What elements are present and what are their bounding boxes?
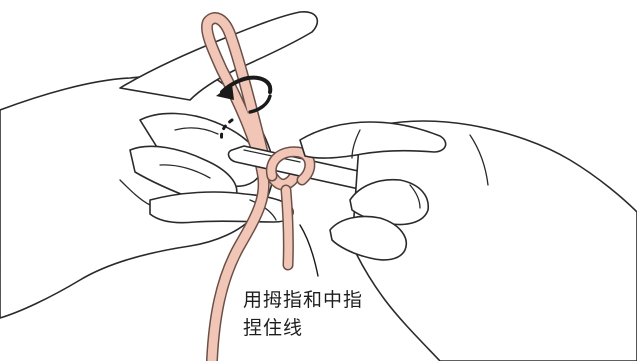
caption-line-2: 捏住线 <box>243 314 363 342</box>
leader-line-icon <box>300 225 318 276</box>
left-thumb <box>150 192 293 223</box>
instruction-caption: 用拇指和中指 捏住线 <box>243 286 363 342</box>
caption-line-1: 用拇指和中指 <box>243 286 363 314</box>
